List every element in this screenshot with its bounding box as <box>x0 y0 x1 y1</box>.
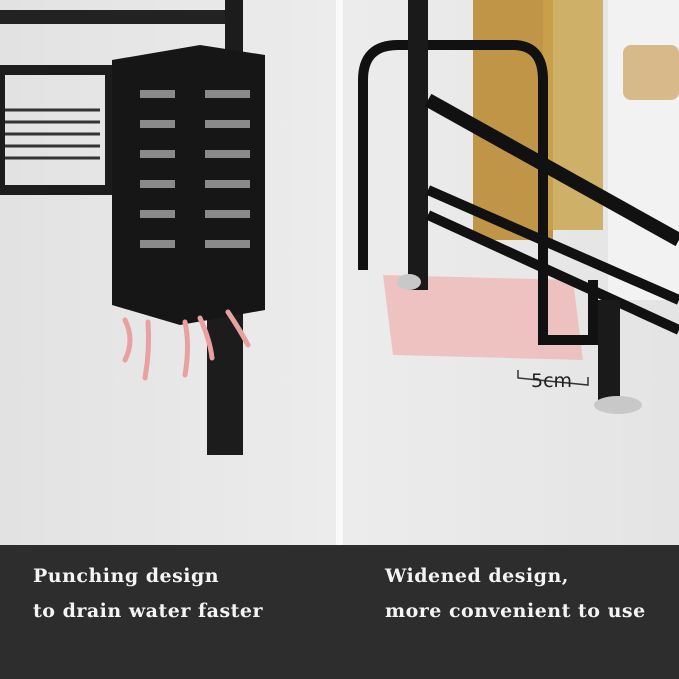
panel-divider <box>336 0 343 545</box>
left-caption-line1: Punching design <box>33 565 220 587</box>
rack-illustration <box>358 0 679 414</box>
punching-design-photo <box>0 0 336 545</box>
right-caption-line1: Widened design, <box>385 565 569 587</box>
utensil-holder-illustration <box>0 0 265 455</box>
caption-band: Punching design to drain water faster Wi… <box>0 545 679 679</box>
measurement-label: 5cm <box>531 370 573 392</box>
left-caption-line2: to drain water faster <box>33 600 264 622</box>
right-caption-line2: more convenient to use <box>385 600 646 622</box>
water-drain-arrows <box>122 309 251 381</box>
widened-design-photo: 5cm <box>343 0 679 545</box>
